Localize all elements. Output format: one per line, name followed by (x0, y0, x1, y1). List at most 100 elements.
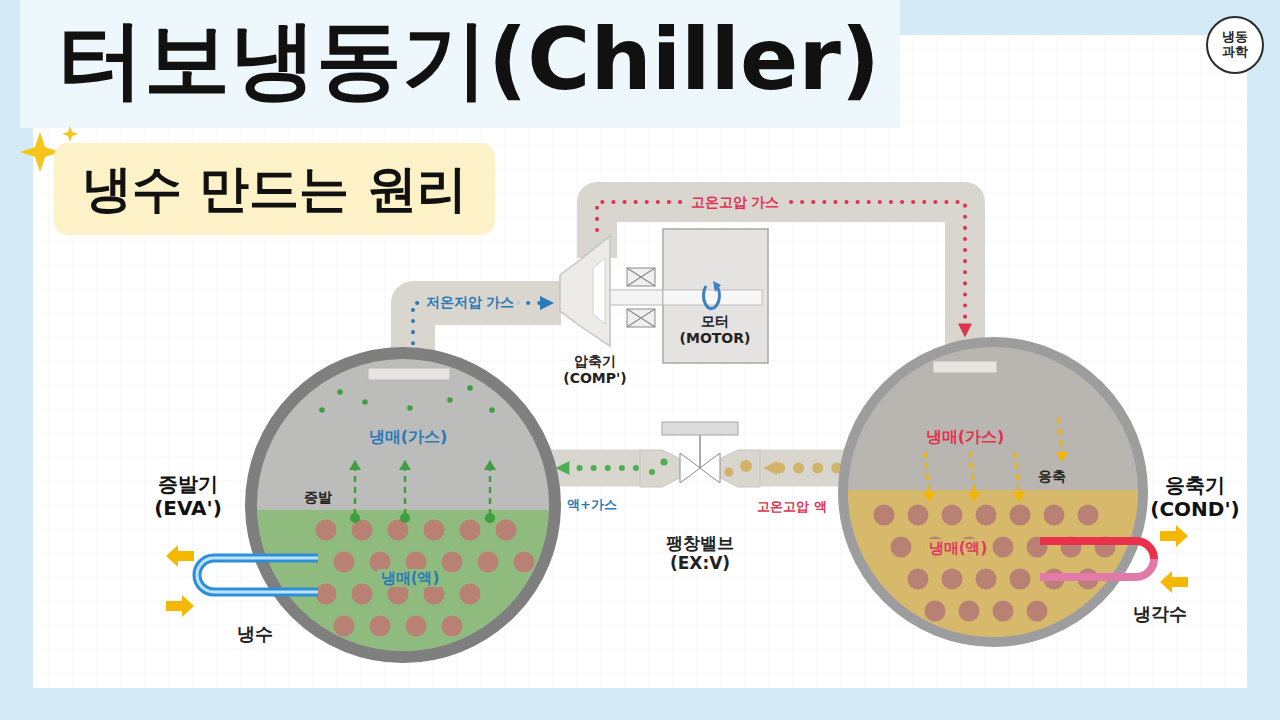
evaporation-head (484, 460, 496, 470)
condenser-shell-outline-part (835, 490, 1155, 660)
logo-circle-text: 냉동 과학 (1220, 30, 1250, 60)
tube (1078, 505, 1099, 526)
cooling-water-coil (1040, 559, 1154, 577)
flow-dots (562, 465, 636, 471)
tube (891, 537, 912, 558)
tube (976, 569, 997, 590)
tube (316, 520, 337, 541)
tube (976, 505, 997, 526)
shaft-and-bearings (606, 268, 666, 327)
valve-outlet-cone (701, 450, 760, 487)
vapor-dot (400, 513, 410, 523)
tube (942, 505, 963, 526)
tube (370, 616, 391, 637)
tube (925, 601, 946, 622)
valve-inlet-cone (640, 450, 699, 487)
valve-stem (699, 435, 701, 468)
evaporator-shell-text: 냉매(액) (377, 569, 444, 587)
tube (442, 616, 463, 637)
pipe-body (413, 303, 561, 353)
tube (993, 601, 1014, 622)
pipe-label: 저온저압 가스 (422, 294, 519, 311)
condensation-arrow (1015, 452, 1019, 492)
chilled-water-coil-inner (197, 558, 318, 592)
flow-dots (597, 202, 965, 331)
tube (514, 552, 535, 573)
expansion-valve-text: 팽창밸브 (EX:V) (638, 533, 762, 574)
grid-texture (33, 35, 1247, 688)
title-bar (20, 0, 900, 128)
motor: 모터 (MOTOR) (663, 229, 768, 363)
vapor-dot (350, 513, 360, 523)
condenser-shell-text: 냉매(가스) (926, 427, 1005, 446)
mixed-dot (649, 469, 655, 475)
tube (352, 584, 373, 605)
condenser-shell: 응축기 (COND')냉매(가스)응축냉매(액) (838, 337, 1148, 647)
motor-housing (663, 229, 768, 363)
evaporator-shell-text: 증발기 (EVA') (140, 472, 236, 520)
flow-arrow (1160, 571, 1188, 593)
liquid-dot (740, 460, 752, 472)
flow-arrow (166, 595, 194, 617)
tube (874, 505, 895, 526)
tube (908, 505, 929, 526)
refrigerant-pipe (544, 468, 640, 469)
liquid-dot (725, 468, 734, 477)
evaporator-shell: 증발기 (EVA')냉매(가스)증발냉매(액) (245, 347, 561, 663)
condensation-head (968, 492, 980, 502)
motor-text: 모터 (MOTOR) (667, 313, 763, 347)
mixed-dot (661, 459, 668, 466)
tube (460, 520, 481, 541)
evaporator-shell-outline (245, 347, 561, 663)
flange (933, 361, 997, 373)
condenser-shell-text: 응축 (1038, 468, 1066, 485)
condensation-arrow (970, 452, 974, 492)
tube (908, 569, 929, 590)
refrigerant-pipe (760, 468, 851, 469)
subtitle-box-text: 냉수 만드는 원리 (82, 159, 467, 219)
water-label: 냉각수 (1133, 603, 1187, 625)
refrigerant-pipe (413, 303, 561, 353)
tube (424, 520, 445, 541)
vapor-dot (337, 389, 343, 395)
vapor-dot (447, 397, 453, 403)
vapor-dot (467, 385, 473, 391)
flange (368, 368, 450, 380)
condensation-arrow (1058, 418, 1062, 452)
motor-shaft (663, 290, 762, 305)
tube (1044, 505, 1065, 526)
shaft-and-bearings-part (606, 290, 666, 305)
tube (496, 520, 517, 541)
evaporation-arrow (354, 470, 357, 515)
tube (442, 552, 463, 573)
chilled-water-coil (197, 558, 318, 592)
compressor-text: 압축기 (COMP') (553, 353, 637, 387)
condensation-arrow (925, 452, 929, 492)
expansion-valve: 팽창밸브 (EX:V) (640, 420, 760, 575)
condenser-shell-outline (838, 337, 1148, 647)
shaft-and-bearings-part (627, 309, 655, 327)
white-panel (33, 35, 1247, 688)
vapor-dot (319, 407, 325, 413)
compressor-impeller-housing (560, 236, 610, 346)
condensation-head (1056, 452, 1068, 462)
tube (334, 552, 355, 573)
tube (1010, 569, 1031, 590)
pipe-label: 액+가스 (563, 497, 621, 513)
condensation-head (1013, 492, 1025, 502)
evaporation-head (349, 460, 361, 470)
condensation-head (923, 492, 935, 502)
logo-circle: 냉동 과학 (1206, 16, 1264, 74)
valve-actuator (662, 422, 738, 435)
vapor-dot (485, 513, 495, 523)
tube (942, 569, 963, 590)
shaft-and-bearings-part (627, 309, 655, 327)
tube (316, 584, 337, 605)
sparkle-icon-part (62, 126, 78, 142)
pipe-body (597, 202, 965, 349)
liquid-refrigerant (835, 490, 1155, 660)
evaporation-head (399, 460, 411, 470)
tube (959, 601, 980, 622)
tube (1027, 601, 1048, 622)
compressor: 압축기 (COMP') (555, 228, 635, 390)
